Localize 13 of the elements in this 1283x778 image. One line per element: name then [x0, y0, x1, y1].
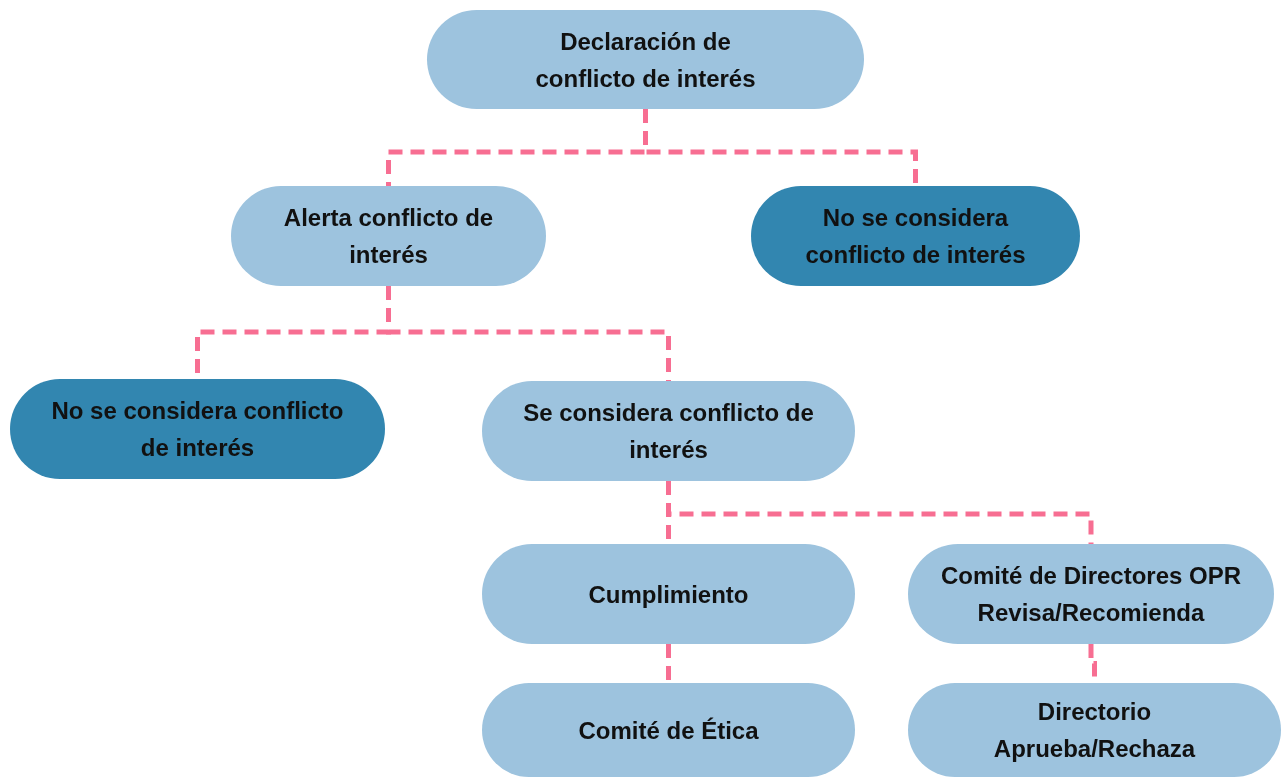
node-label: Alerta conflicto de interés: [282, 203, 495, 270]
node-label: Declaración de conflicto de interés: [534, 26, 757, 94]
node-label: Cumplimiento: [588, 579, 749, 610]
node-label: Directorio Aprueba/Rechaza: [992, 697, 1197, 764]
node-label: No se considera conflicto de interés: [50, 396, 345, 463]
dashed-connector: [643, 109, 918, 186]
dashed-connector: [666, 644, 671, 683]
node-label: Se considera conflicto de interés: [522, 398, 815, 465]
node-label: No se considera conflicto de interés: [804, 203, 1027, 270]
dashed-connector: [666, 481, 1094, 544]
dashed-connector: [386, 286, 671, 381]
node-label: Comité de Directores OPR Revisa/Recomienda: [939, 561, 1243, 628]
node-label: Comité de Ética: [578, 715, 759, 746]
